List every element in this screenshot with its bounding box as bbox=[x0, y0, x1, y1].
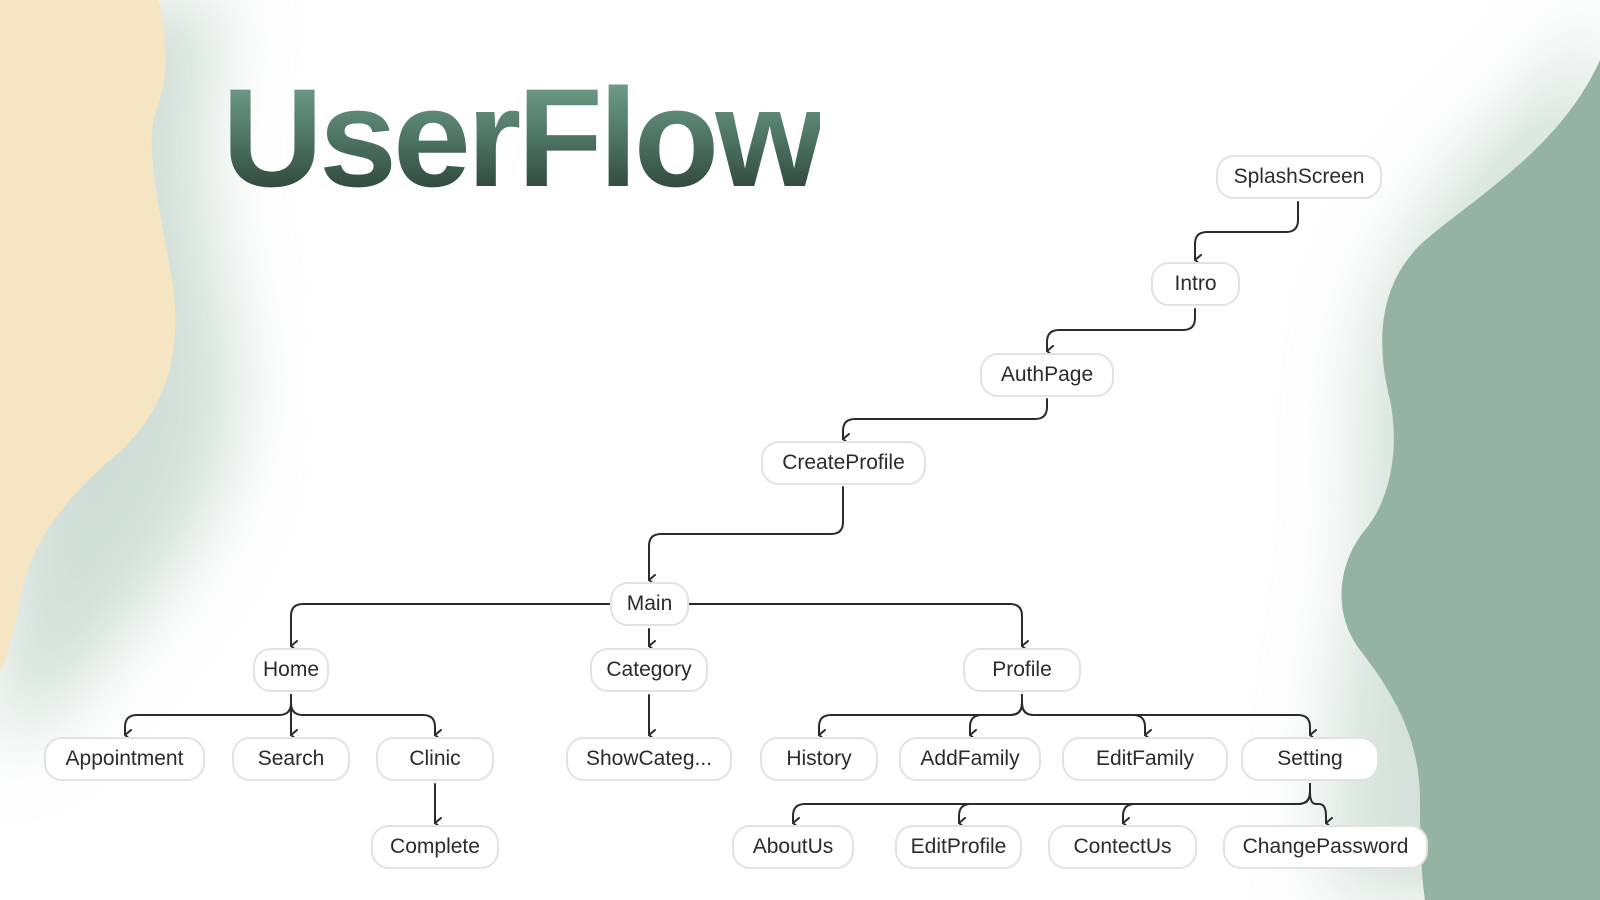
node-auth-page[interactable]: AuthPage bbox=[980, 353, 1114, 397]
node-add-family[interactable]: AddFamily bbox=[899, 737, 1041, 781]
node-show-category[interactable]: ShowCateg... bbox=[566, 737, 732, 781]
node-splash-screen[interactable]: SplashScreen bbox=[1216, 155, 1382, 199]
edge-home-to-clinic bbox=[290, 694, 442, 741]
edge-setting-to-changepassword bbox=[1309, 783, 1333, 829]
node-setting[interactable]: Setting bbox=[1241, 737, 1379, 781]
node-contect-us[interactable]: ContectUs bbox=[1048, 825, 1197, 869]
node-profile[interactable]: Profile bbox=[963, 648, 1081, 692]
node-appointment[interactable]: Appointment bbox=[44, 737, 205, 781]
edge-main-to-home bbox=[290, 603, 611, 652]
node-main[interactable]: Main bbox=[610, 582, 689, 626]
edge-main-to-profile bbox=[688, 603, 1029, 652]
sage-blob-right bbox=[1341, 60, 1600, 900]
node-home[interactable]: Home bbox=[253, 648, 329, 692]
node-about-us[interactable]: AboutUs bbox=[732, 825, 854, 869]
page-title: UserFlow bbox=[222, 59, 824, 216]
edge-profile-to-addfamily bbox=[969, 694, 1023, 741]
node-create-profile[interactable]: CreateProfile bbox=[761, 441, 926, 485]
edge-home-to-appointment bbox=[124, 694, 292, 741]
edge-profile-to-setting bbox=[1021, 694, 1317, 741]
node-edit-profile[interactable]: EditProfile bbox=[895, 825, 1022, 869]
node-change-password[interactable]: ChangePassword bbox=[1223, 825, 1428, 869]
node-search[interactable]: Search bbox=[232, 737, 350, 781]
node-category[interactable]: Category bbox=[590, 648, 708, 692]
edge-intro-to-authpage bbox=[1046, 308, 1196, 357]
edge-createprofile-to-main bbox=[648, 486, 844, 586]
node-history[interactable]: History bbox=[760, 737, 878, 781]
edge-splash-to-intro bbox=[1194, 201, 1299, 266]
edge-setting-to-contectus bbox=[1122, 783, 1311, 829]
node-complete[interactable]: Complete bbox=[371, 825, 499, 869]
node-edit-family[interactable]: EditFamily bbox=[1062, 737, 1228, 781]
sand-blob-left bbox=[0, 0, 176, 672]
node-intro[interactable]: Intro bbox=[1151, 262, 1240, 306]
edge-authpage-to-createprofile bbox=[842, 398, 1048, 445]
node-clinic[interactable]: Clinic bbox=[376, 737, 494, 781]
